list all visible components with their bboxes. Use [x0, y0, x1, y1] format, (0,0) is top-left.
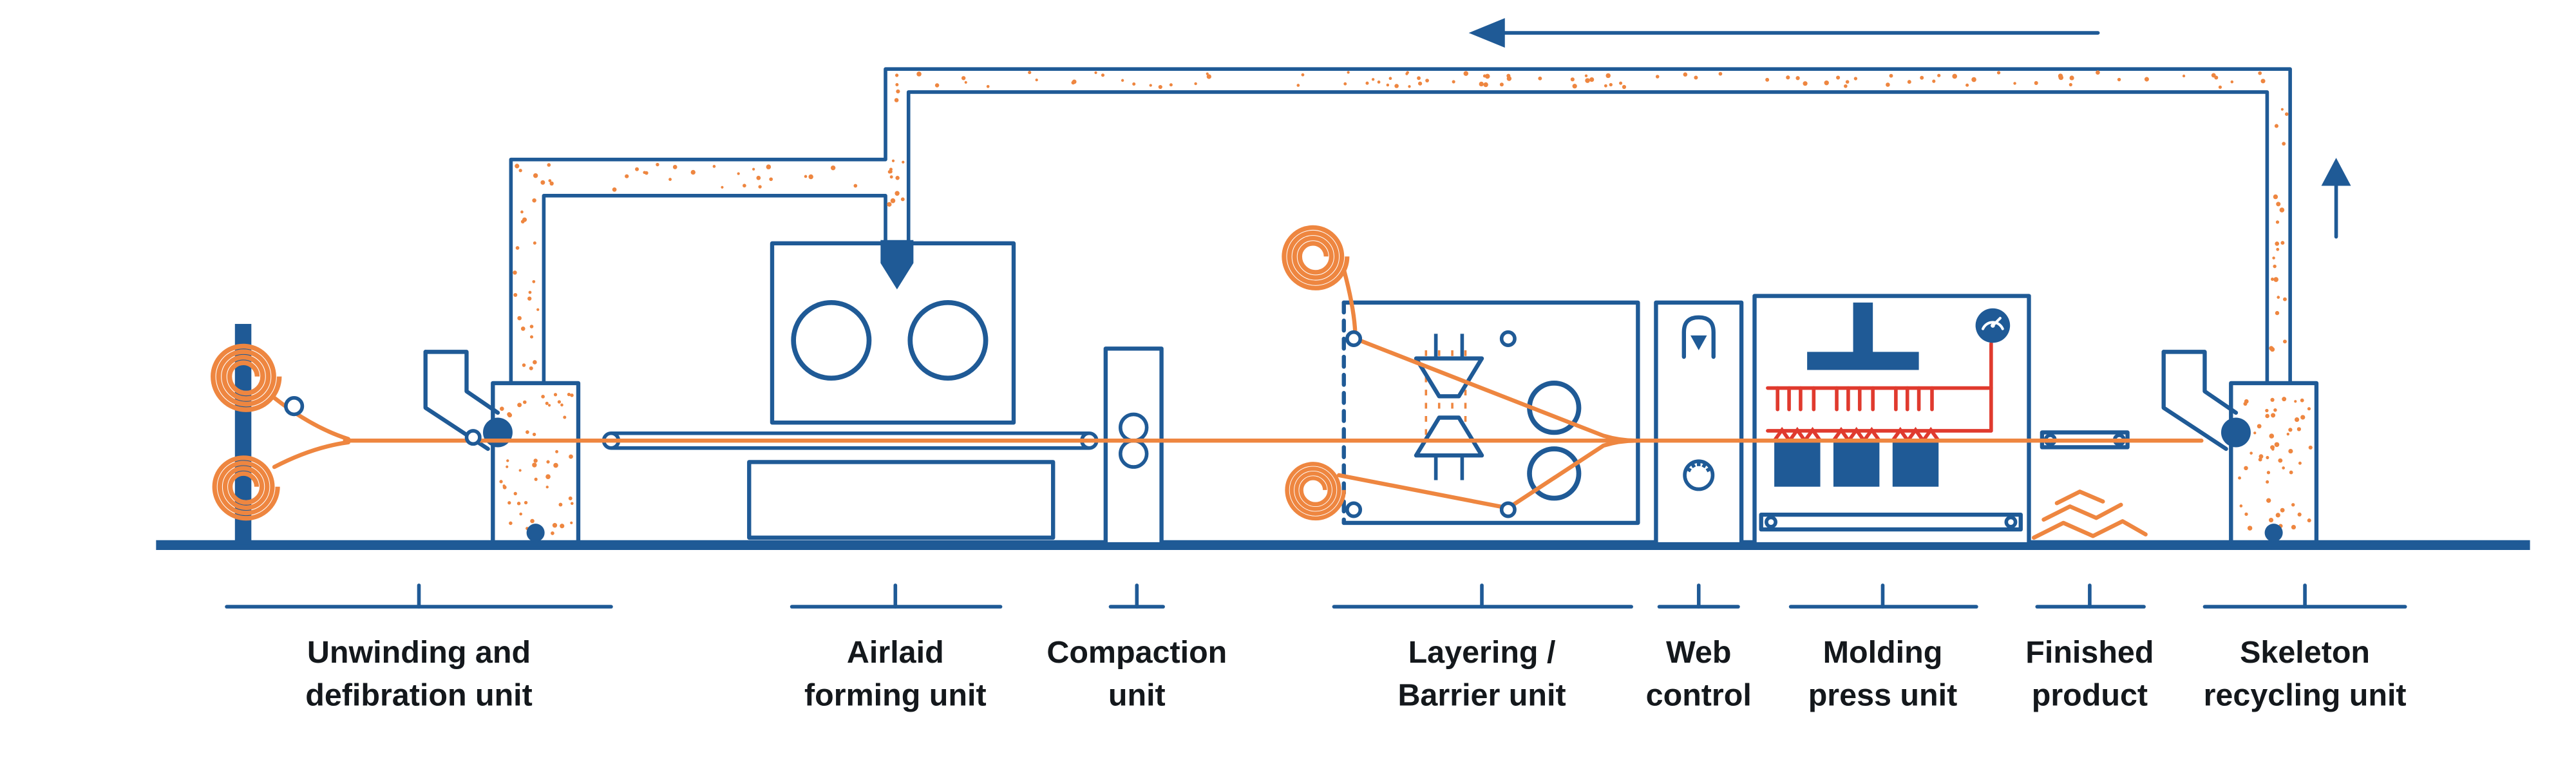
layering-barrier-unit — [1284, 227, 1640, 523]
label-skeleton-line2: recycling unit — [2204, 677, 2407, 712]
press-outfeed-conveyor — [1759, 512, 2023, 532]
label-compaction-line2: unit — [1108, 677, 1166, 712]
molding-press-unit — [1752, 294, 2031, 547]
up-arrow-icon — [2321, 158, 2351, 239]
mold-block — [1774, 441, 1821, 487]
label-unwinding-line1: Unwinding and — [307, 635, 531, 670]
web-sensor — [1681, 315, 1716, 359]
fiber-particles — [499, 70, 2313, 535]
gauge-icon — [1975, 308, 2011, 343]
mold-block — [1833, 441, 1880, 487]
label-airlaid-line1: Airlaid — [847, 635, 944, 670]
recycling-mill — [2221, 417, 2251, 448]
recycle-duct — [509, 67, 2292, 383]
defibration-mill — [483, 417, 513, 448]
suction-box — [747, 460, 1056, 540]
press-head — [1807, 352, 1919, 370]
mold-block — [1892, 441, 1939, 487]
unit-brackets — [225, 583, 2407, 609]
left-arrow-icon — [1468, 18, 2100, 48]
label-finished-line1: Finished — [2025, 635, 2154, 670]
skeleton-recycling-unit — [2161, 350, 2319, 547]
compaction-unit — [1103, 346, 1164, 547]
label-finished-line2: product — [2032, 677, 2148, 712]
label-molding-line1: Molding — [1823, 635, 1943, 670]
forming-drum — [907, 299, 989, 381]
web-path — [272, 267, 2204, 518]
label-molding-line2: press unit — [1808, 677, 1958, 712]
airlaid-forming-unit — [601, 240, 1099, 540]
film-roll-icon — [1284, 227, 1347, 288]
heating-elements — [1766, 341, 1993, 444]
label-layering-line2: Barrier unit — [1397, 677, 1566, 712]
unwinding-unit — [213, 323, 279, 545]
unit-labels: Unwinding and defibration unit Airlaid f… — [305, 635, 2406, 712]
forming-drum — [791, 299, 872, 381]
applicator-funnel — [1414, 415, 1484, 458]
defibration-chamber — [491, 381, 581, 547]
dial-icon — [1683, 459, 1715, 491]
web-control-unit — [1654, 300, 1744, 547]
press-ram — [1853, 302, 1873, 354]
web-from-bottom-roll — [272, 440, 351, 469]
bottom-barrier-film — [1336, 439, 1639, 511]
label-webcontrol-line1: Web — [1666, 635, 1731, 670]
label-unwinding-line2: defibration unit — [305, 677, 533, 712]
label-webcontrol-line2: control — [1646, 677, 1752, 712]
web-from-top-roll — [272, 395, 351, 441]
finished-product — [2031, 430, 2148, 540]
label-layering-line1: Layering / — [1408, 635, 1556, 670]
film-roll-icon — [1287, 464, 1344, 518]
defibration-unit — [423, 350, 581, 547]
feed-funnel — [880, 240, 914, 290]
recycling-chamber — [2229, 381, 2319, 547]
label-compaction-line1: Compaction — [1046, 635, 1227, 670]
label-airlaid-line2: forming unit — [804, 677, 987, 712]
label-skeleton-line1: Skeleton — [2240, 635, 2370, 670]
product-stack — [2031, 489, 2148, 540]
